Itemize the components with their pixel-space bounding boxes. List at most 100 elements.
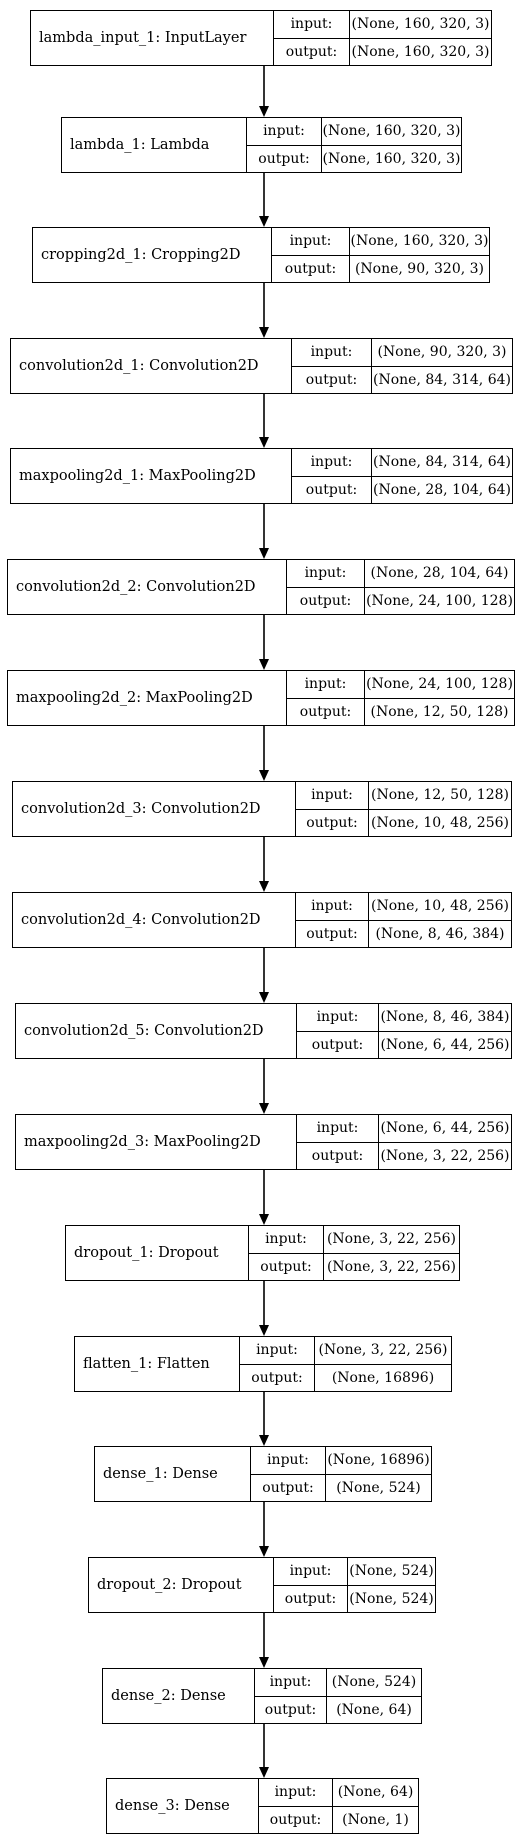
input-shape: (None, 12, 50, 128) bbox=[371, 787, 509, 804]
edge-arrowhead bbox=[259, 437, 269, 448]
output-row: output:(None, 3, 22, 256) bbox=[249, 1252, 459, 1280]
edge-arrowhead bbox=[259, 548, 269, 559]
output-shape: (None, 84, 314, 64) bbox=[373, 371, 511, 388]
output-label: output: bbox=[274, 38, 350, 65]
output-shape: (None, 160, 320, 3) bbox=[351, 43, 490, 60]
output-shape: (None, 524) bbox=[349, 1590, 434, 1607]
layer-title: dense_1: Dense bbox=[95, 1447, 251, 1501]
output-shape: (None, 3, 22, 256) bbox=[326, 1258, 457, 1275]
input-row: input:(None, 3, 22, 256) bbox=[249, 1226, 459, 1253]
input-shape: (None, 3, 22, 256) bbox=[318, 1342, 448, 1359]
input-label: input: bbox=[287, 560, 365, 587]
output-row: output:(None, 90, 320, 3) bbox=[272, 254, 489, 282]
output-row: output:(None, 160, 320, 3) bbox=[247, 144, 461, 172]
output-label: output: bbox=[272, 255, 350, 282]
layer-title: convolution2d_5: Convolution2D bbox=[16, 1004, 297, 1058]
input-shape: (None, 160, 320, 3) bbox=[350, 233, 489, 250]
output-label: output: bbox=[287, 698, 365, 725]
input-row: input:(None, 16896) bbox=[251, 1447, 431, 1474]
output-label: output: bbox=[297, 1142, 379, 1169]
output-shape: (None, 6, 44, 256) bbox=[380, 1036, 510, 1053]
output-label: output: bbox=[255, 1696, 327, 1723]
output-shape: (None, 1) bbox=[342, 1811, 409, 1828]
output-shape: (None, 90, 320, 3) bbox=[354, 260, 485, 277]
edge-arrowhead bbox=[259, 1435, 269, 1446]
input-shape: (None, 90, 320, 3) bbox=[377, 344, 507, 361]
edge-arrowhead bbox=[259, 1325, 269, 1336]
edge-arrowhead bbox=[259, 1214, 269, 1225]
output-row: output:(None, 24, 100, 128) bbox=[287, 586, 514, 614]
input-label: input: bbox=[292, 339, 372, 366]
input-shape: (None, 3, 22, 256) bbox=[326, 1231, 457, 1248]
edge-arrowhead bbox=[259, 1546, 269, 1557]
edge-arrowhead bbox=[259, 1103, 269, 1114]
output-label: output: bbox=[297, 1031, 379, 1058]
input-label: input: bbox=[255, 1669, 327, 1696]
output-label: output: bbox=[251, 1474, 326, 1501]
input-label: input: bbox=[297, 1115, 379, 1142]
output-row: output: (None, 12, 50, 128) bbox=[287, 697, 514, 725]
input-row: input:(None, 160, 320, 3) bbox=[272, 228, 489, 255]
input-shape: (None, 10, 48, 256) bbox=[371, 898, 509, 915]
output-label: output: bbox=[292, 366, 372, 393]
input-shape: (None, 24, 100, 128) bbox=[366, 676, 513, 693]
edge-arrowhead bbox=[259, 770, 269, 781]
input-label: input: bbox=[297, 1004, 379, 1031]
input-label: input: bbox=[259, 1779, 333, 1806]
edge-arrowhead bbox=[259, 327, 269, 338]
output-label: output: bbox=[247, 145, 322, 172]
input-shape: (None, 64) bbox=[337, 1784, 414, 1801]
input-row: input:(None, 10, 48, 256) bbox=[296, 893, 511, 920]
input-label: input: bbox=[274, 11, 350, 38]
layer-title: dropout_1: Dropout bbox=[66, 1226, 249, 1280]
output-row: output:(None, 3, 22, 256) bbox=[297, 1141, 511, 1169]
output-shape: (None, 3, 22, 256) bbox=[380, 1147, 510, 1164]
edge-arrowhead bbox=[259, 1767, 269, 1778]
output-label: output: bbox=[259, 1806, 333, 1833]
input-label: input: bbox=[240, 1337, 315, 1364]
edge-arrowhead bbox=[259, 881, 269, 892]
input-shape: (None, 524) bbox=[331, 1674, 417, 1691]
output-shape: (None, 524) bbox=[336, 1479, 421, 1496]
input-shape: (None, 16896) bbox=[327, 1452, 430, 1469]
input-label: input: bbox=[287, 671, 365, 698]
output-shape: (None, 64) bbox=[336, 1701, 412, 1718]
input-label: input: bbox=[247, 118, 322, 145]
edge-arrowhead bbox=[259, 216, 269, 227]
output-row: output:(None, 8, 46, 384) bbox=[296, 919, 511, 947]
output-row: output:(None, 6, 44, 256) bbox=[297, 1030, 511, 1058]
output-row: output: (None, 64) bbox=[255, 1695, 421, 1723]
layer-title: dropout_2: Dropout bbox=[89, 1558, 274, 1612]
output-shape: (None, 28, 104, 64) bbox=[373, 481, 511, 498]
layer-title: maxpooling2d_2: MaxPooling2D bbox=[8, 671, 287, 725]
input-row: input:(None, 12, 50, 128) bbox=[296, 782, 511, 809]
layer-title: maxpooling2d_1: MaxPooling2D bbox=[11, 449, 292, 503]
layer-title: dense_2: Dense bbox=[103, 1669, 255, 1723]
input-shape: (None, 524) bbox=[349, 1563, 434, 1580]
output-label: output: bbox=[249, 1253, 324, 1280]
input-row: input:(None, 524) bbox=[255, 1669, 421, 1696]
output-shape: (None, 12, 50, 128) bbox=[370, 703, 509, 720]
input-row: input:(None, 24, 100, 128) bbox=[287, 671, 514, 698]
input-label: input: bbox=[296, 782, 369, 809]
output-row: output:(None, 10, 48, 256) bbox=[296, 808, 511, 836]
edge-arrowhead bbox=[259, 659, 269, 670]
input-shape: (None, 6, 44, 256) bbox=[380, 1120, 510, 1137]
input-label: input: bbox=[296, 893, 369, 920]
input-row: input:(None, 28, 104, 64) bbox=[287, 560, 514, 587]
input-row: input:(None, 8, 46, 384) bbox=[297, 1004, 511, 1031]
